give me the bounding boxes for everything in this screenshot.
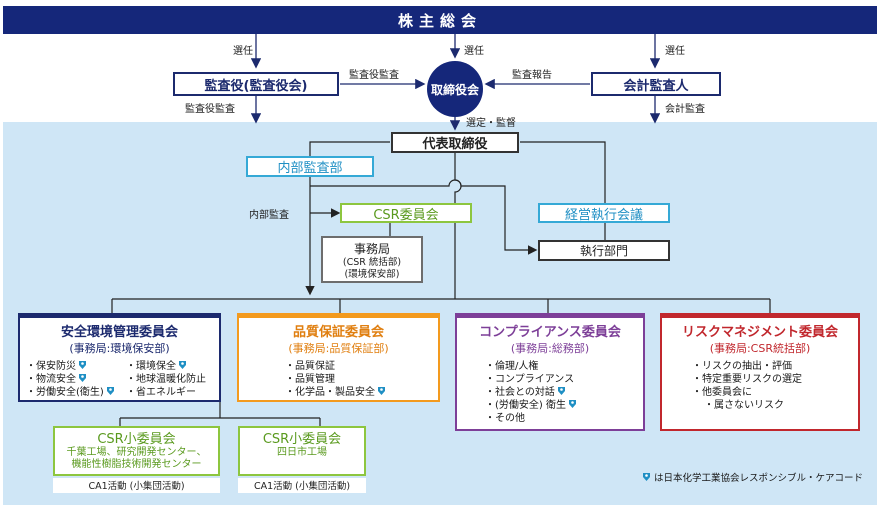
list-item: 物流安全 (26, 373, 126, 386)
committee-safety-environment: 安全環境管理委員会 (事務局:環境保安部) 保安防災 物流安全 労働安全(衛生)… (18, 313, 221, 402)
shareholders-meeting: 株主総会 (3, 6, 877, 34)
list-item: 社会との対話 (485, 386, 637, 399)
list-item: 他委員会に (692, 386, 852, 399)
csr-committee-box: CSR委員会 (340, 203, 472, 223)
responsible-care-icon (568, 400, 576, 408)
label-auditor-audit: 監査役監査 (349, 70, 399, 81)
subcommittee-site: 機能性樹脂技術開発センター (71, 459, 202, 470)
committee-title: リスクマネジメント委員会 (681, 325, 838, 340)
subcommittee-title: CSR小委員会 (97, 432, 176, 447)
committee-title: 安全環境管理委員会 (60, 325, 178, 340)
committee-quality-assurance: 品質保証委員会 (事務局:品質保証部) 品質保証 品質管理 化学品・製品安全 (237, 313, 440, 402)
label-select-supervise: 選定・監督 (466, 118, 516, 129)
responsible-care-icon (79, 361, 86, 369)
committee-title: コンプライアンス委員会 (479, 325, 621, 340)
secretariat-box: 事務局 (CSR 統括部) (環境保安部) (321, 236, 423, 283)
list-item: その他 (485, 412, 637, 425)
secretariat-line1: (CSR 統括部) (342, 257, 402, 268)
accounting-auditor-box: 会計監査人 (591, 72, 721, 96)
ca1-activity-label: CA1活動 (小集団活動) (53, 478, 220, 493)
list-item: 品質保証 (285, 360, 432, 373)
list-item: 化学品・製品安全 (285, 386, 432, 399)
list-item: 特定重要リスクの選定 (692, 373, 852, 386)
legend: は日本化学工業協会レスポンシブル・ケアコード (640, 470, 863, 484)
list-item: 属さないリスク (692, 399, 852, 412)
responsible-care-icon (79, 374, 86, 382)
responsible-care-icon (106, 387, 114, 395)
list-item: 倫理/人権 (485, 360, 637, 373)
subcommittee-yokkaichi: CSR小委員会 四日市工場 (238, 426, 366, 476)
subcommittee-site: 千葉工場、研究開発センター、 (66, 447, 207, 458)
responsible-care-icon (378, 387, 385, 395)
list-item: 品質管理 (285, 373, 432, 386)
subcommittee-title: CSR小委員会 (262, 432, 342, 447)
committee-secretariat: (事務局:環境保安部) (69, 342, 170, 355)
committee-secretariat: (事務局:品質保証部) (288, 342, 389, 355)
legend-text: は日本化学工業協会レスポンシブル・ケアコード (654, 473, 864, 484)
label-audit-report: 監査報告 (512, 70, 552, 81)
list-item: 環境保全 (126, 360, 206, 373)
label-auditor-audit-down: 監査役監査 (185, 104, 235, 115)
responsible-care-icon (557, 387, 565, 395)
subcommittee-chiba: CSR小委員会 千葉工場、研究開発センター、 機能性樹脂技術開発センター (53, 426, 220, 476)
committee-title: 品質保証委員会 (292, 325, 384, 340)
ca1-activity-label: CA1活動 (小集団活動) (238, 478, 366, 493)
auditor-box: 監査役(監査役会) (173, 72, 339, 96)
list-item: (労働安全) 衛生 (485, 399, 637, 412)
label-internal-audit: 内部監査 (249, 210, 289, 221)
exec-division-box: 執行部門 (538, 240, 670, 261)
list-item: リスクの抽出・評価 (692, 360, 852, 373)
committee-secretariat: (事務局:CSR統括部) (709, 342, 811, 355)
responsible-care-icon (179, 361, 186, 369)
exec-meeting-box: 経営執行会議 (538, 203, 670, 223)
list-item: 労働安全(衛生) (26, 386, 126, 399)
subcommittee-site: 四日市工場 (277, 447, 327, 458)
list-item: 保安防災 (26, 360, 126, 373)
list-item: 地球温暖化防止 (126, 373, 206, 386)
list-item: 省エネルギー (126, 386, 206, 399)
board-of-directors: 取締役会 (427, 61, 483, 117)
secretariat-title: 事務局 (353, 242, 390, 256)
label-elect-left: 選任 (233, 46, 253, 57)
ceo-box: 代表取締役 (391, 132, 519, 153)
committee-compliance: コンプライアンス委員会 (事務局:総務部) 倫理/人権 コンプライアンス 社会と… (455, 313, 645, 431)
committee-risk-management: リスクマネジメント委員会 (事務局:CSR統括部) リスクの抽出・評価 特定重要… (660, 313, 860, 431)
responsible-care-icon (643, 473, 650, 481)
list-item: コンプライアンス (485, 373, 637, 386)
internal-audit-dept-box: 内部監査部 (246, 156, 374, 177)
committee-secretariat: (事務局:総務部) (510, 342, 590, 355)
label-elect-right: 選任 (665, 46, 685, 57)
secretariat-line2: (環境保安部) (344, 269, 400, 280)
label-accounting-audit: 会計監査 (665, 104, 705, 115)
label-elect-center: 選任 (464, 46, 484, 57)
